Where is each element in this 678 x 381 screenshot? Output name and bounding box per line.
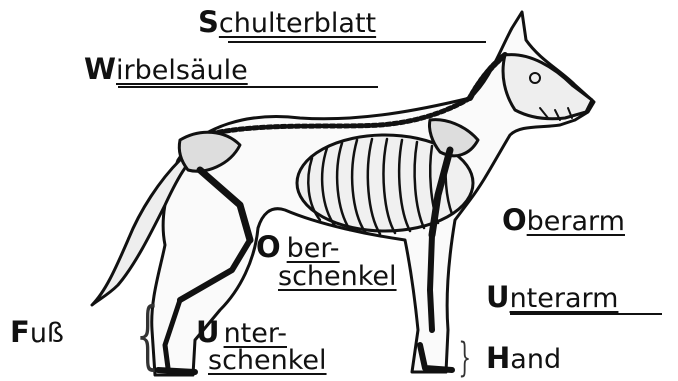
label-oberschenkel-line2: schenkel (278, 263, 397, 290)
brace-fuss: { (136, 298, 160, 372)
label-unterarm: Unterarm (486, 283, 618, 312)
underline-schulterblatt (228, 41, 486, 43)
label-fuss: Fuß (10, 318, 64, 347)
label-hand-text: and (510, 344, 561, 375)
hind-paw (158, 370, 195, 372)
label-unterschenkel-text-2: schenkel (208, 345, 327, 376)
label-unterarm-initial: U (486, 280, 510, 314)
label-fuss-text: uß (30, 318, 64, 349)
label-schulterblatt-text: chulterblatt (219, 8, 376, 39)
label-oberarm-text: berarm (527, 206, 625, 237)
label-unterschenkel-line2: schenkel (208, 347, 327, 374)
brace-hand: } (458, 338, 471, 378)
label-oberschenkel-text-1: ber- (287, 233, 340, 264)
underline-wirbelsaeule (118, 86, 378, 88)
label-fuss-initial: F (10, 315, 30, 349)
label-oberschenkel-initial: O (256, 230, 281, 264)
label-schulterblatt: Schulterblatt (198, 8, 376, 37)
label-unterarm-text: nterarm (510, 283, 619, 314)
label-wirbelsaeule-initial: W (84, 52, 116, 86)
label-unterschenkel-initial: U (196, 315, 220, 349)
label-wirbelsaeule-text: irbelsäule (116, 55, 248, 86)
underline-unterarm (510, 313, 662, 315)
label-oberschenkel-text-2: schenkel (278, 261, 397, 292)
label-hand: Hand (486, 344, 561, 373)
label-oberarm-initial: O (502, 203, 527, 237)
label-wirbelsaeule: Wirbelsäule (84, 55, 248, 84)
radius (430, 235, 432, 330)
label-oberarm: Oberarm (502, 206, 625, 235)
label-schulterblatt-initial: S (198, 5, 219, 39)
label-hand-initial: H (486, 341, 510, 375)
